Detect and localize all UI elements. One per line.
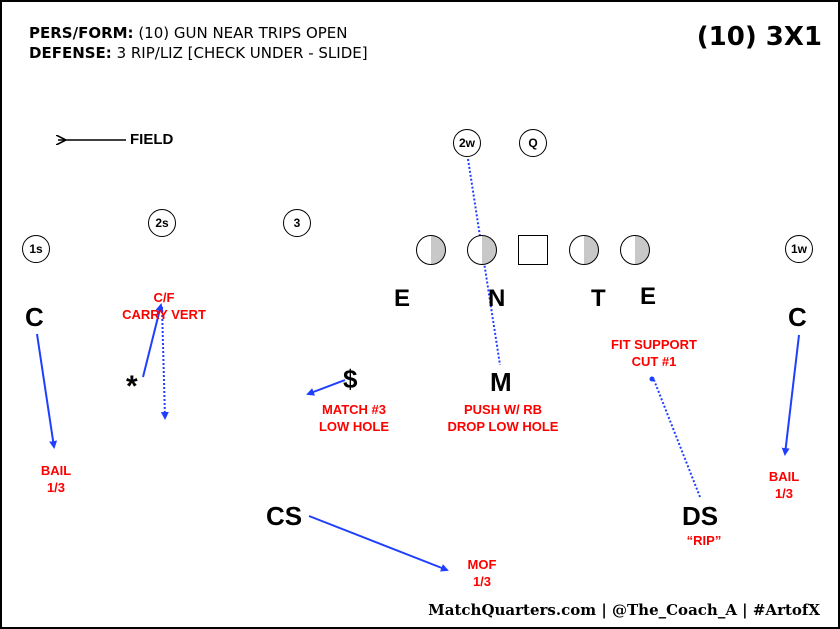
field-label: FIELD xyxy=(130,131,174,148)
offensive-center xyxy=(518,235,548,265)
pers-form-line: PERS/FORM: (10) GUN NEAR TRIPS OPEN xyxy=(29,24,348,42)
offensive-lineman-right-tackle xyxy=(620,235,650,265)
defense-line: DEFENSE: 3 RIP/LIZ [CHECK UNDER - SLIDE] xyxy=(29,44,368,62)
star-defender: * xyxy=(126,370,138,403)
route-dollar-match xyxy=(306,379,346,396)
note-cf-carry-vert: C/F CARRY VERT xyxy=(122,290,206,322)
footer-credits: MatchQuarters.com | @The_Coach_A | #Arto… xyxy=(428,601,820,619)
note-match-3: MATCH #3 LOW HOLE xyxy=(318,402,390,434)
note-push-drop: PUSH W/ RB DROP LOW HOLE xyxy=(447,402,559,434)
offensive-lineman-left-guard xyxy=(467,235,497,265)
route-c-right-bail xyxy=(781,334,800,456)
offense-player-1s: 1s xyxy=(22,235,50,263)
corner-right: C xyxy=(788,302,807,332)
defensive-end-left: E xyxy=(394,285,411,312)
formation-title: (10) 3X1 xyxy=(696,22,822,52)
defense-label: DEFENSE: xyxy=(29,44,112,62)
defensive-end-right: E xyxy=(640,283,657,310)
pers-form-value: (10) GUN NEAR TRIPS OPEN xyxy=(133,24,348,42)
note-rip: “RIP” xyxy=(686,533,722,548)
defense-value: 3 RIP/LIZ [CHECK UNDER - SLIDE] xyxy=(111,44,368,62)
offensive-lineman-left-tackle xyxy=(416,235,446,265)
offensive-lineman-right-guard xyxy=(569,235,599,265)
offense-player-qb: Q xyxy=(519,129,547,157)
route-ds-fit-dot xyxy=(649,376,655,382)
route-ds-fit-dotted xyxy=(653,379,701,498)
route-c-left-bail xyxy=(36,333,58,449)
nose-tackle: N xyxy=(488,285,506,312)
cover-safety: CS xyxy=(266,501,303,531)
money-defender: $ xyxy=(343,364,358,394)
down-safety: DS xyxy=(682,501,719,531)
note-fit-support: FIT SUPPORT CUT #1 xyxy=(611,337,697,369)
route-cs-mof xyxy=(308,515,449,572)
corner-left: C xyxy=(25,302,44,332)
defensive-tackle: T xyxy=(591,285,606,312)
note-mof: MOF 1/3 xyxy=(467,557,497,589)
route-star-carry xyxy=(142,303,164,378)
offense-player-2s: 2s xyxy=(148,209,176,237)
note-bail-left: BAIL 1/3 xyxy=(40,463,72,495)
offense-player-3: 3 xyxy=(283,209,311,237)
route-star-vert-dotted xyxy=(160,306,169,420)
note-bail-right: BAIL 1/3 xyxy=(768,469,800,501)
offense-player-2w: 2w xyxy=(453,129,481,157)
pers-form-label: PERS/FORM: xyxy=(29,24,134,42)
mike-linebacker: M xyxy=(490,367,512,397)
offense-player-1w: 1w xyxy=(785,235,813,263)
